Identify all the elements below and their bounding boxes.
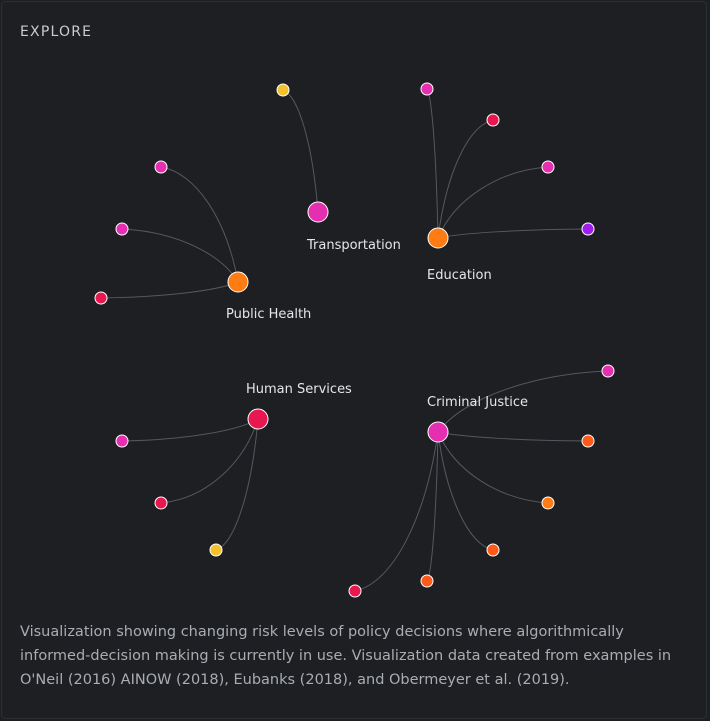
education-leaf-node-1[interactable] xyxy=(420,82,434,96)
human-services-link-3 xyxy=(215,418,259,551)
criminal-justice-leaf-node-2[interactable] xyxy=(581,434,595,448)
criminal-justice-leaf-node-4[interactable] xyxy=(486,543,500,557)
education-link-1 xyxy=(426,88,439,239)
education-hub-node[interactable] xyxy=(427,227,449,249)
education-leaf-node-2[interactable] xyxy=(486,113,500,127)
criminal-justice-link-1 xyxy=(437,370,609,433)
transportation-label: Transportation xyxy=(306,238,401,253)
education-leaf-node-4[interactable] xyxy=(581,222,595,236)
transportation-leaf-node-1[interactable] xyxy=(276,83,290,97)
criminal-justice-leaf-node-3[interactable] xyxy=(541,496,555,510)
public-health-leaf-node-1[interactable] xyxy=(154,160,168,174)
link-layer xyxy=(100,88,609,592)
criminal-justice-link-4 xyxy=(437,431,494,551)
public-health-leaf-node-3[interactable] xyxy=(94,291,108,305)
human-services-link-2 xyxy=(160,418,259,504)
criminal-justice-link-2 xyxy=(437,431,589,442)
criminal-justice-leaf-node-5[interactable] xyxy=(420,574,434,588)
education-link-3 xyxy=(437,166,549,239)
human-services-leaf-node-1[interactable] xyxy=(115,434,129,448)
criminal-justice-link-6 xyxy=(354,431,439,592)
section-title: EXPLORE xyxy=(20,24,93,40)
figure-caption: Visualization showing changing risk leve… xyxy=(20,624,672,688)
education-link-2 xyxy=(437,119,494,239)
public-health-link-1 xyxy=(160,166,239,283)
node-layer xyxy=(94,82,615,598)
human-services-label: Human Services xyxy=(246,382,352,397)
criminal-justice-leaf-node-6[interactable] xyxy=(348,584,362,598)
education-leaf-node-3[interactable] xyxy=(541,160,555,174)
education-link-4 xyxy=(437,228,589,239)
criminal-justice-label: Criminal Justice xyxy=(427,395,528,410)
public-health-hub-node[interactable] xyxy=(227,271,249,293)
transportation-link-1 xyxy=(282,89,319,213)
human-services-leaf-node-2[interactable] xyxy=(154,496,168,510)
public-health-link-2 xyxy=(121,228,239,283)
transportation-hub-node[interactable] xyxy=(307,201,329,223)
human-services-link-1 xyxy=(121,418,259,442)
criminal-justice-link-5 xyxy=(426,431,439,582)
criminal-justice-hub-node[interactable] xyxy=(427,421,449,443)
public-health-leaf-node-2[interactable] xyxy=(115,222,129,236)
public-health-link-3 xyxy=(100,281,239,299)
criminal-justice-leaf-node-1[interactable] xyxy=(601,364,615,378)
public-health-label: Public Health xyxy=(226,307,311,322)
criminal-justice-link-3 xyxy=(437,431,549,504)
education-label: Education xyxy=(427,268,492,283)
human-services-hub-node[interactable] xyxy=(247,408,269,430)
human-services-leaf-node-3[interactable] xyxy=(209,543,223,557)
